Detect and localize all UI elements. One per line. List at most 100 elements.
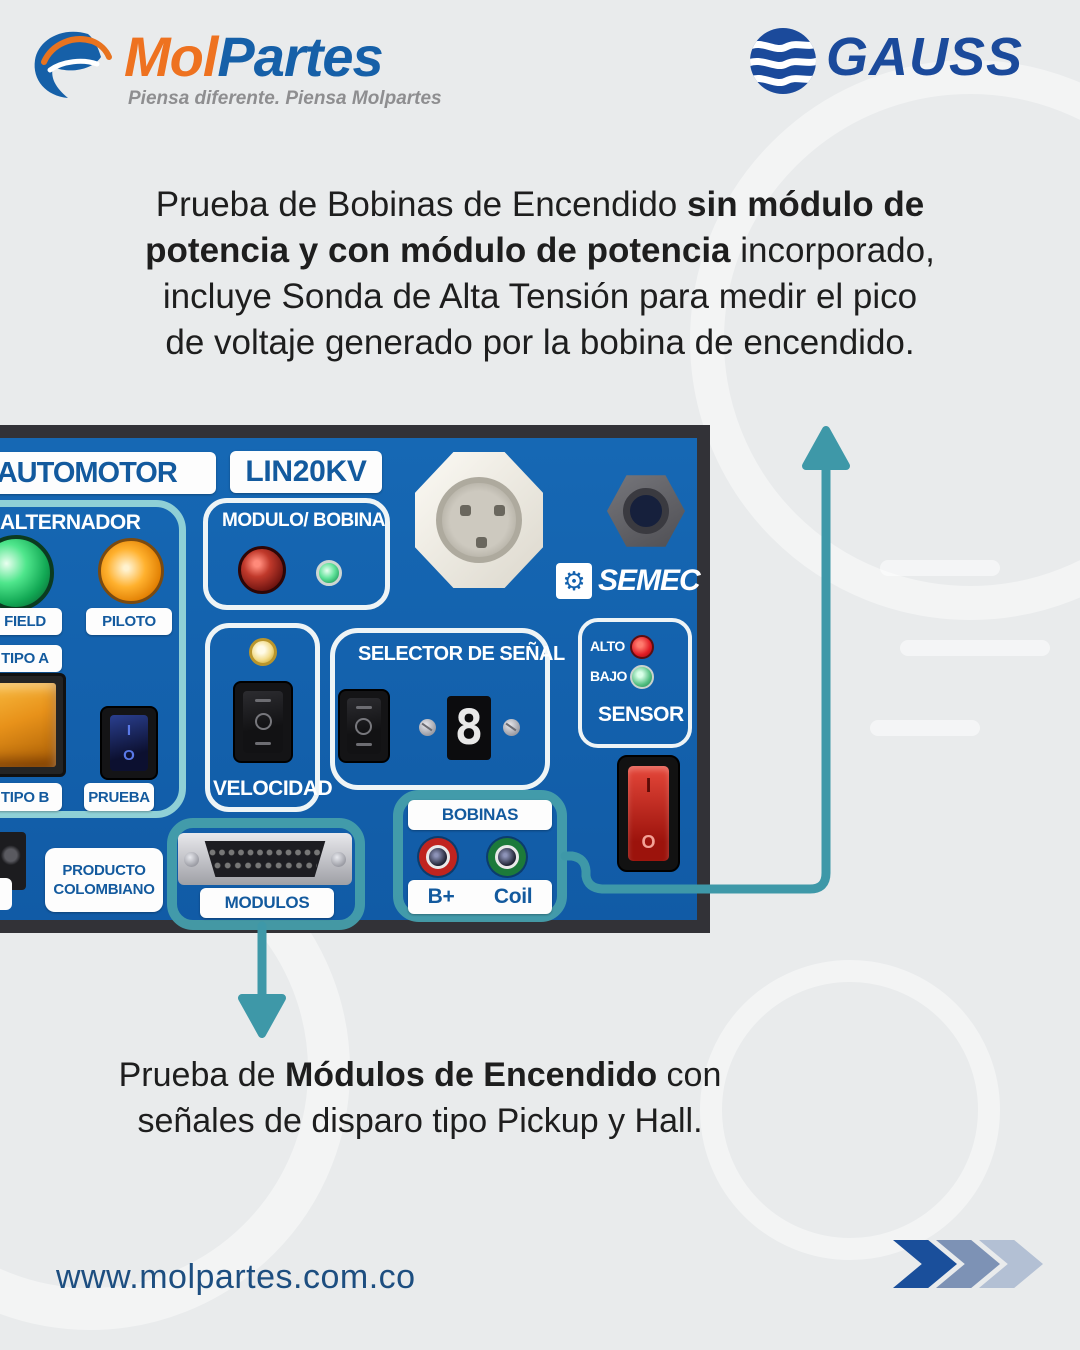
field-label: FIELD	[0, 608, 62, 635]
intro-paragraph: Prueba de Bobinas de Encendido sin módul…	[90, 182, 990, 366]
semec-gear-icon: ⚙	[556, 563, 592, 599]
caption-text: Prueba de	[118, 1056, 285, 1094]
intro-text-bold: potencia y con módulo de potencia	[145, 231, 731, 270]
piloto-led-orange	[98, 538, 164, 604]
cut-label	[0, 878, 12, 910]
field-led-green	[0, 535, 54, 611]
power-on-mark: I	[645, 775, 652, 798]
db25-pin-row	[208, 848, 322, 857]
velocidad-section-border	[205, 623, 320, 812]
rocker-mark	[254, 713, 272, 731]
caption-line-2: señales de disparo tipo Pickup y Hall.	[137, 1102, 703, 1140]
hex-socket	[623, 488, 669, 534]
rocker-mark	[255, 742, 271, 746]
modulo-bobina-section-border	[203, 498, 390, 610]
modulo-bobina-led-red	[238, 546, 286, 594]
selector-title: SELECTOR DE SEÑAL	[358, 643, 565, 665]
producto-line1: PRODUCTO	[62, 862, 146, 879]
velocidad-rocker-face	[242, 690, 284, 754]
test-bench-panel: O AUTOMOTOR LIN20KV ⚙ SEMEC ALTERNADOR F…	[0, 425, 710, 933]
alto-led-red	[630, 635, 654, 659]
bajo-led-green	[630, 665, 654, 689]
high-voltage-connector	[415, 452, 543, 588]
jack-labels: B+ Coil	[408, 880, 552, 914]
db25-screw	[184, 852, 199, 867]
b-plus-label: B+	[427, 885, 455, 908]
rocker-mark	[255, 698, 271, 702]
bobinas-label: BOBINAS	[408, 800, 552, 830]
gauss-wordmark: GAUSS	[826, 27, 1024, 87]
db25-socket	[204, 841, 326, 877]
power-rocker-switch: I O	[617, 755, 680, 872]
coil-label: Coil	[493, 885, 533, 908]
molpartes-car-icon	[34, 31, 112, 98]
intro-line-2: potencia y con módulo de potencia incorp…	[90, 228, 990, 274]
alternador-title: ALTERNADOR	[0, 511, 141, 534]
b-plus-jack-red	[419, 838, 457, 876]
caption-line-1: Prueba de Módulos de Encendido con	[40, 1052, 800, 1098]
molpartes-logo: MolPartes Piensa diferente. Piensa Molpa…	[28, 22, 498, 114]
molpartes-word-mol: Mol	[124, 25, 218, 88]
velocidad-rocker-switch	[233, 681, 293, 763]
db25-pin-row	[213, 861, 317, 870]
background-dash	[880, 560, 1000, 576]
modulos-label: MODULOS	[200, 888, 334, 918]
bajo-label: BAJO	[590, 668, 627, 684]
screw	[503, 719, 520, 736]
coil-jack-green	[488, 838, 526, 876]
molpartes-word-partes: Partes	[217, 25, 383, 88]
prueba-label: PRUEBA	[84, 783, 154, 811]
producto-line2: COLOMBIANO	[53, 881, 155, 898]
tipo-a-label: TIPO A	[0, 645, 62, 672]
sensor-title: SENSOR	[598, 703, 684, 726]
intro-text: incorporado,	[730, 231, 935, 270]
velocidad-title: VELOCIDAD	[213, 777, 333, 800]
intro-line-4: de voltaje generado por la bobina de enc…	[165, 323, 915, 362]
caption-paragraph: Prueba de Módulos de Encendido con señal…	[40, 1052, 800, 1144]
background-dash	[870, 720, 980, 736]
panel-title-label: O AUTOMOTOR	[0, 452, 216, 494]
caption-text: con	[657, 1056, 722, 1094]
prueba-rocker-switch: I O	[100, 706, 158, 780]
jack-center	[426, 845, 450, 869]
prueba-rocker-face: I O	[109, 715, 149, 771]
intro-text: Prueba de Bobinas de Encendido	[155, 185, 687, 224]
background-dash	[900, 640, 1050, 656]
intro-text-bold: sin módulo de	[687, 185, 925, 224]
next-chevrons[interactable]	[893, 1240, 1053, 1288]
hv-pin	[476, 537, 487, 548]
producto-colombiano-label: PRODUCTO COLOMBIANO	[45, 848, 163, 912]
panel-model-label: LIN20KV	[230, 451, 382, 493]
rocker-mark	[355, 706, 372, 709]
power-switch-face: I O	[627, 766, 670, 861]
tipo-b-label: TIPO B	[0, 783, 62, 811]
modulo-bobina-led-green	[316, 560, 342, 586]
rocker-off-mark: O	[123, 747, 135, 764]
rocker-on-mark: I	[126, 722, 132, 739]
gauss-globe-icon	[750, 28, 816, 94]
db25-screw	[331, 852, 346, 867]
semec-brand: ⚙ SEMEC	[556, 563, 701, 599]
selector-section-border	[330, 628, 550, 790]
jack-center	[495, 845, 519, 869]
velocidad-led-yellow	[249, 638, 277, 666]
intro-line-1: Prueba de Bobinas de Encendido sin módul…	[90, 182, 990, 228]
rocker-mark	[355, 717, 373, 735]
rocker-mark	[355, 743, 372, 746]
tipo-a-switch-face	[0, 682, 57, 768]
alternador-section-border	[0, 500, 186, 818]
gauss-logo: GAUSS	[748, 26, 1058, 104]
modulo-bobina-title: MODULO/ BOBINA	[222, 510, 385, 531]
hv-socket	[436, 477, 522, 563]
power-off-mark: O	[641, 831, 656, 852]
molpartes-tagline: Piensa diferente. Piensa Molpartes	[128, 88, 442, 109]
seven-segment-display: 8	[447, 696, 491, 760]
molpartes-wordmark: MolPartes	[124, 24, 384, 89]
db25-connector	[178, 833, 352, 885]
caption-text-bold: Módulos de Encendido	[284, 1056, 658, 1094]
website-link[interactable]: www.molpartes.com.co	[56, 1258, 416, 1296]
selector-rocker-switch	[338, 689, 390, 763]
intro-line-3: incluye Sonda de Alta Tensión para medir…	[162, 277, 918, 316]
selector-rocker-face	[346, 698, 382, 754]
